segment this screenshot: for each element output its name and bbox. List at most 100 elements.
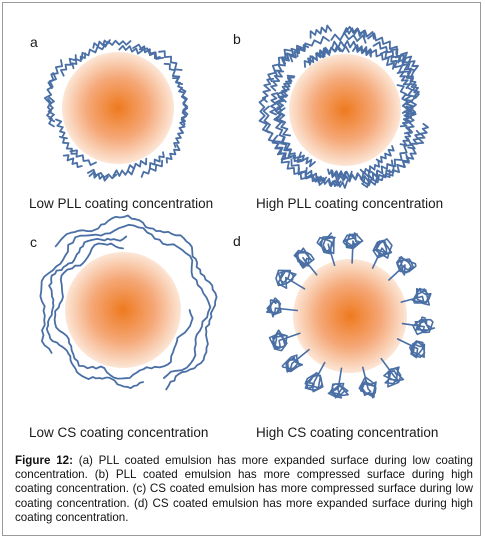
pll-strand-high: [280, 74, 296, 98]
panel-b-caption: High PLL coating concentration: [256, 196, 444, 211]
cs-coil-high: [380, 357, 405, 388]
cs-coating-high: [266, 232, 436, 399]
pll-strand-low: [138, 45, 161, 60]
pll-strand-high: [399, 110, 411, 128]
pll-strand-high: [271, 137, 290, 161]
panel-d-caption: High CS coating concentration: [256, 425, 439, 440]
panel-c-letter: c: [30, 234, 37, 250]
pll-strand-high: [258, 97, 270, 134]
cs-coil-high: [304, 361, 326, 393]
pll-strand-high: [280, 155, 308, 180]
pll-strand-low: [88, 171, 109, 182]
pll-strand-high: [269, 92, 279, 116]
pll-strand-high: [334, 173, 359, 183]
pll-strand-low: [149, 151, 165, 170]
pll-strand-high: [416, 123, 429, 145]
pll-strand-low: [47, 96, 56, 123]
panel-a-diagram: [43, 39, 189, 182]
emulsion-droplet-a: [62, 52, 174, 164]
cs-coil-high: [401, 316, 436, 336]
panel-a-caption: Low PLL coating concentration: [29, 196, 214, 211]
pll-strand-high: [386, 153, 410, 177]
pll-strand-high: [344, 25, 375, 40]
pll-strand-high: [277, 107, 291, 137]
pll-strand-low: [180, 95, 189, 126]
cs-coil-high: [358, 366, 377, 399]
pll-strand-low: [158, 50, 183, 71]
cs-coil-high: [266, 297, 299, 318]
pll-strand-low: [140, 159, 163, 178]
cs-coil-high: [400, 287, 432, 306]
pll-strand-high: [298, 151, 316, 168]
panel-d-diagram: [266, 232, 436, 399]
pll-strand-high: [361, 169, 391, 189]
panel-b-letter: b: [233, 31, 241, 47]
cs-coil-high: [316, 232, 336, 267]
pll-strand-high: [369, 49, 395, 70]
pll-strand-high: [321, 45, 350, 56]
panel-d-letter: d: [233, 233, 241, 249]
cs-chain-low: [54, 214, 218, 391]
pll-strand-high: [353, 44, 372, 57]
pll-strand-high: [390, 48, 416, 78]
pll-strand-high: [280, 137, 302, 163]
pll-strand-low: [58, 135, 78, 155]
cs-coating-low: [39, 214, 218, 391]
cs-coil-high: [293, 247, 318, 276]
pll-strand-low: [55, 118, 68, 140]
pll-strand-high: [379, 50, 404, 74]
pll-strand-low: [112, 168, 135, 177]
pll-strand-low: [173, 128, 184, 148]
pll-strand-high: [290, 158, 323, 183]
pll-strand-high: [296, 35, 330, 58]
cs-coil-high: [281, 348, 310, 373]
pll-strand-high: [316, 175, 342, 188]
pll-strand-high: [394, 55, 413, 75]
pll-strand-high: [387, 137, 412, 168]
cs-coil-high: [396, 338, 426, 359]
cs-coil-high: [342, 232, 364, 264]
cs-chain-low: [53, 242, 194, 380]
pll-strand-high: [273, 114, 290, 145]
pll-strand-high: [281, 44, 303, 65]
pll-strand-high: [331, 40, 357, 49]
pll-strand-high: [318, 45, 341, 57]
pll-strand-high: [405, 75, 420, 99]
pll-strand-high: [304, 167, 328, 182]
cs-coil-high: [388, 255, 417, 281]
panel-c-diagram: [39, 214, 218, 391]
pll-strand-low: [163, 62, 184, 85]
pll-strand-high: [280, 76, 295, 103]
pll-strand-low: [69, 149, 97, 166]
pll-strand-high: [327, 168, 347, 178]
pll-strand-high: [396, 70, 411, 89]
pll-strand-low: [172, 77, 186, 94]
pll-strand-low: [81, 43, 106, 60]
pll-strand-high: [367, 32, 398, 55]
figure-label: Figure 12:: [15, 454, 73, 467]
panel-a-letter: a: [30, 34, 38, 50]
pll-strand-high: [330, 32, 367, 44]
emulsion-droplet-c: [65, 252, 181, 368]
pll-strand-high: [362, 164, 395, 187]
pll-strand-low: [62, 154, 83, 168]
pll-strand-high: [375, 145, 395, 164]
pll-strand-low: [47, 59, 63, 90]
pll-coating-low: [43, 39, 189, 182]
emulsion-droplet-b: [289, 54, 401, 166]
pll-strand-high: [261, 77, 275, 103]
pll-strand-low: [104, 39, 132, 48]
figure-caption: Figure 12: (a) PLL coated emulsion has m…: [15, 454, 473, 525]
cs-chain-low: [39, 223, 212, 379]
pll-strand-low: [71, 52, 86, 70]
pll-strand-low: [118, 44, 144, 55]
pll-strand-high: [309, 24, 333, 39]
pll-strand-high: [399, 127, 413, 146]
cs-coil-high: [327, 367, 349, 399]
panel-b-diagram: [258, 24, 429, 189]
cs-coil-high: [371, 238, 393, 269]
pll-strand-high: [276, 94, 286, 117]
pll-strand-high: [262, 105, 277, 143]
pll-strand-high: [407, 129, 421, 150]
cs-coil-high: [275, 269, 306, 290]
